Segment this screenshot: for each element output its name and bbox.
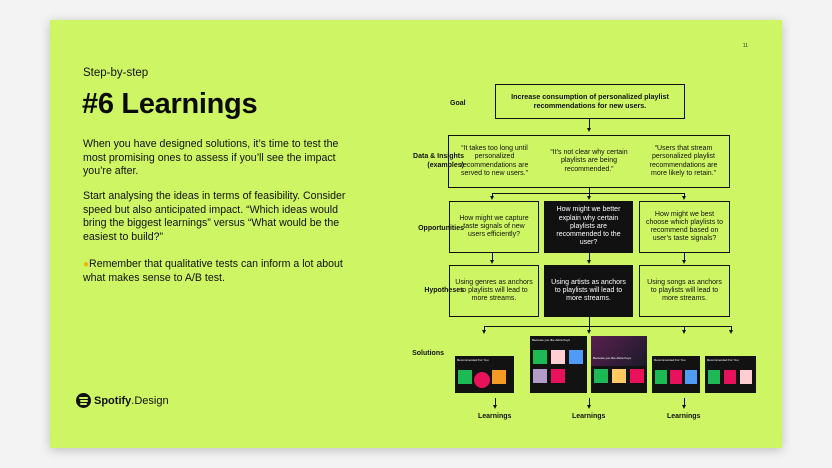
row-label-opportunities: Opportunities — [418, 225, 464, 232]
opportunity-1: How might we capture taste signals of ne… — [449, 201, 539, 253]
row-label-solutions: Solutions — [412, 350, 444, 357]
spotify-design-logo: Spotify.Design — [76, 393, 169, 408]
learnings-label-1: Learnings — [478, 413, 512, 420]
goal-box: Increase consumption of personalized pla… — [495, 84, 685, 119]
solution-mockup-2: Because you like Alicia Keys — [530, 336, 587, 393]
tip-text: Remember that qualitative tests can info… — [83, 258, 343, 284]
feasibility-paragraph: Start analysing the ideas in terms of fe… — [83, 190, 346, 243]
solution-mockup-5: Recommended For You — [705, 356, 756, 393]
opportunity-2: How might we better explain why certain … — [544, 201, 633, 253]
insights-container — [448, 135, 730, 188]
opportunity-3: How might we best choose which playlists… — [639, 201, 730, 253]
row-label-data: Data & Insights(examples) — [413, 153, 464, 169]
eyebrow-text: Step-by-step — [83, 67, 149, 79]
hypothesis-1: Using genres as anchors to playlists wil… — [449, 265, 539, 317]
slide-title: #6 Learnings — [82, 88, 258, 120]
row-label-hypotheses: Hypotheses — [424, 287, 464, 294]
tip-paragraph: ●Remember that qualitative tests can inf… — [83, 258, 348, 285]
hypothesis-3: Using songs as anchors to playlists will… — [639, 265, 730, 317]
insight-2: “It’s not clear why certain playlists ar… — [550, 149, 628, 173]
slide: 11 Step-by-step #6 Learnings When you ha… — [50, 20, 782, 448]
insight-3: “Users that stream personalized playlist… — [649, 145, 718, 177]
row-label-goal: Goal — [450, 100, 466, 107]
spotify-icon — [76, 393, 91, 408]
learnings-label-2: Learnings — [572, 413, 606, 420]
page-number: 11 — [742, 43, 748, 49]
intro-paragraph: When you have designed solutions, it’s t… — [83, 138, 339, 177]
insight-1: “It takes too long until personalized re… — [460, 145, 529, 177]
solution-mockup-3: Because you like Alicia Keys — [591, 336, 647, 393]
hypothesis-2: Using artists as anchors to playlists wi… — [544, 265, 633, 317]
logo-text: Spotify.Design — [94, 394, 169, 407]
learnings-label-3: Learnings — [667, 413, 701, 420]
lightbulb-icon: ● — [83, 259, 90, 270]
solution-mockup-4: Recommended For You — [652, 356, 700, 393]
solution-mockup-1: Recommended For You — [455, 356, 514, 393]
